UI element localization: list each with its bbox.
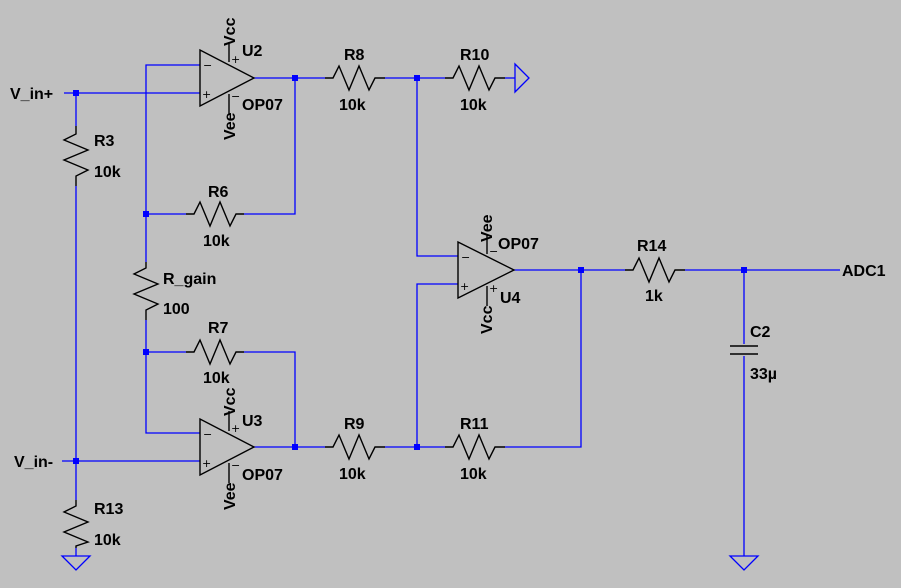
junction <box>143 349 149 355</box>
capacitor-c2 <box>730 345 758 355</box>
pin-plus: + <box>489 282 498 295</box>
pin-minus: − <box>203 59 212 72</box>
pin-plus: + <box>202 88 211 101</box>
resistor-r6 <box>186 200 244 228</box>
label-u4-name: U4 <box>500 290 521 307</box>
wire-u4-noninv <box>416 283 458 447</box>
label-u3-model: OP07 <box>242 467 283 484</box>
pin-minus: − <box>461 251 470 264</box>
label-u2-vee: Vee <box>222 112 239 140</box>
net-label-adc1: ADC1 <box>842 263 886 280</box>
wire-r11-fb <box>505 270 582 448</box>
resistor-r-gain <box>132 262 160 320</box>
pin-minus: − <box>489 245 498 258</box>
junction <box>73 458 79 464</box>
label-r13-value: 10k <box>94 532 121 549</box>
label-r14-name: R14 <box>637 238 666 255</box>
opamp-u4: − + − + <box>457 234 516 306</box>
pin-minus: − <box>203 428 212 441</box>
label-u3-vcc: Vcc <box>222 387 239 416</box>
wire-u3-inv <box>145 320 200 434</box>
wire-u2-inv <box>145 64 200 262</box>
pin-plus: + <box>231 53 240 66</box>
junctions <box>73 75 747 464</box>
resistor-r8 <box>325 64 385 92</box>
label-r7-value: 10k <box>203 370 230 387</box>
pin-plus: + <box>460 280 469 293</box>
label-rgain-name: R_gain <box>163 271 216 288</box>
pin-plus: + <box>231 422 240 435</box>
junction <box>73 90 79 96</box>
label-u4-vee: Vee <box>479 214 496 242</box>
label-r11-value: 10k <box>460 466 487 483</box>
pin-minus: − <box>231 459 240 472</box>
label-rgain-value: 100 <box>163 301 190 318</box>
net-label-vin-minus: V_in- <box>14 454 53 471</box>
wire-r7-right <box>244 351 296 447</box>
label-r3-value: 10k <box>94 164 121 181</box>
label-r8-name: R8 <box>344 47 365 64</box>
label-u2-vcc: Vcc <box>222 17 239 46</box>
label-u4-model: OP07 <box>498 236 539 253</box>
wire-u4-inv <box>416 78 458 257</box>
label-c2-value: 33µ <box>750 366 777 383</box>
junction <box>578 267 584 273</box>
label-r10-name: R10 <box>460 47 489 64</box>
label-r6-value: 10k <box>203 233 230 250</box>
opamp-u3: − + + − <box>199 411 256 483</box>
resistor-r7 <box>186 338 244 366</box>
label-c2-name: C2 <box>750 324 771 341</box>
label-r9-value: 10k <box>339 466 366 483</box>
label-u3-vee: Vee <box>222 482 239 510</box>
label-u4-vcc: Vcc <box>479 305 496 334</box>
label-u2-model: OP07 <box>242 97 283 114</box>
resistor-r11 <box>445 433 505 461</box>
label-r10-value: 10k <box>460 97 487 114</box>
resistor-r14 <box>625 256 685 284</box>
label-r13-name: R13 <box>94 501 123 518</box>
resistor-r9 <box>325 433 385 461</box>
label-r9-name: R9 <box>344 416 365 433</box>
opamp-u2: − + + − <box>199 42 256 114</box>
wire-r6-right <box>244 78 296 215</box>
pin-minus: − <box>231 90 240 103</box>
pin-plus: + <box>202 457 211 470</box>
label-r6-name: R6 <box>208 184 229 201</box>
junction <box>292 75 298 81</box>
junction <box>414 444 420 450</box>
label-r7-name: R7 <box>208 320 229 337</box>
junction <box>741 267 747 273</box>
junction <box>414 75 420 81</box>
label-r8-value: 10k <box>339 97 366 114</box>
label-u3-name: U3 <box>242 413 263 430</box>
ground-symbol-c2 <box>728 555 760 571</box>
ground-symbol-r10 <box>514 62 530 94</box>
resistor-r10 <box>445 64 505 92</box>
ground-symbol-r13 <box>60 555 92 571</box>
resistor-r3 <box>62 126 90 186</box>
net-label-vin-plus: V_in+ <box>10 86 53 103</box>
label-r11-name: R11 <box>460 416 489 433</box>
label-r14-value: 1k <box>645 288 663 305</box>
junction <box>292 444 298 450</box>
resistor-r13 <box>62 500 90 548</box>
junction <box>143 211 149 217</box>
label-u2-name: U2 <box>242 43 263 60</box>
label-r3-name: R3 <box>94 133 115 150</box>
